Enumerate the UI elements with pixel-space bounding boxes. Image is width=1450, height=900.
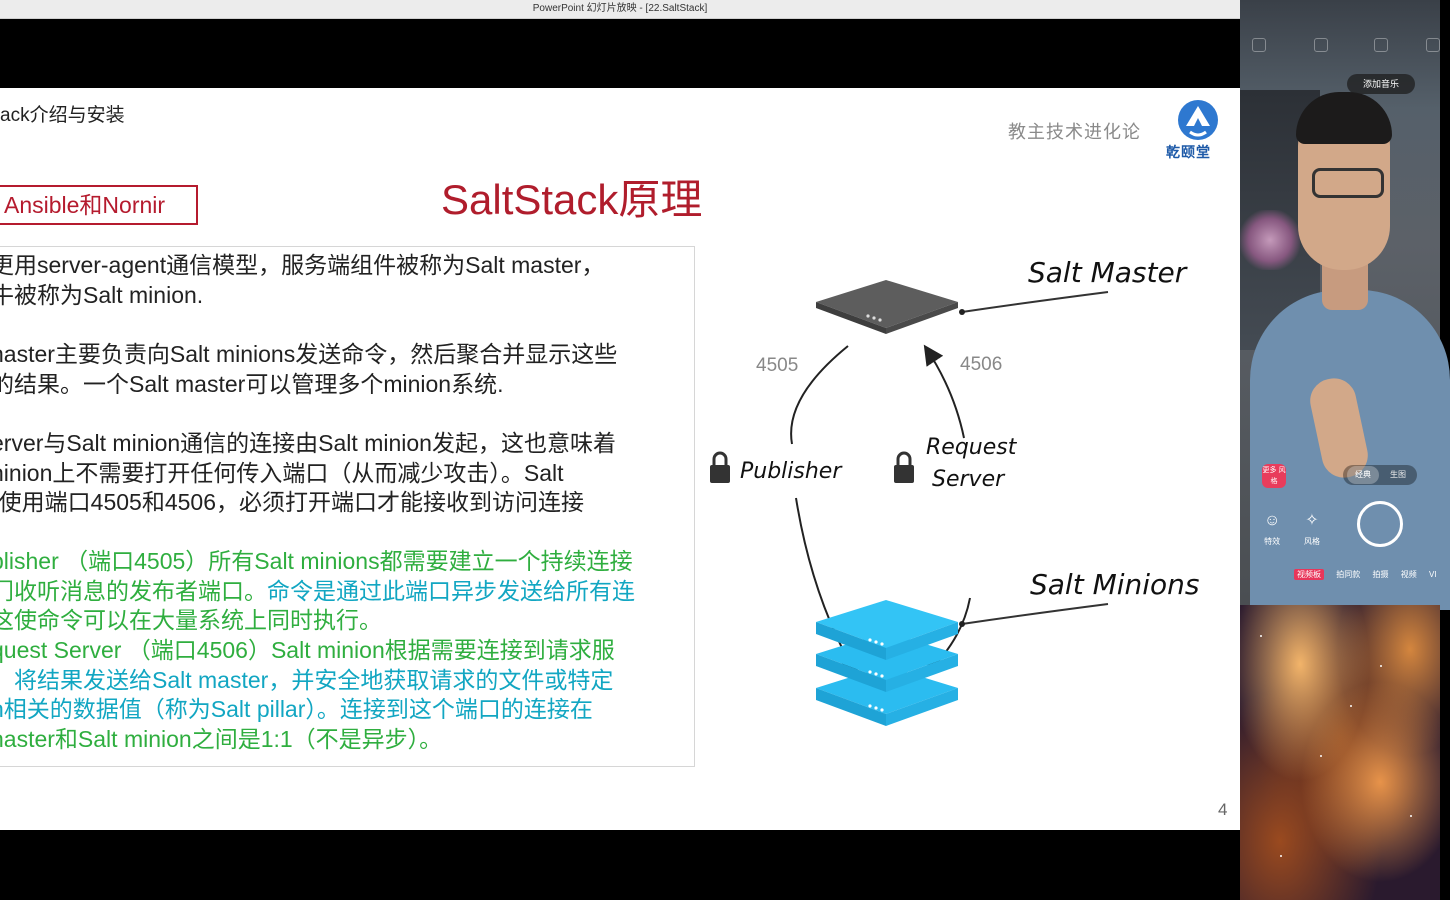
slide-title: SaltStack原理: [441, 176, 703, 223]
style-label: 风格: [1304, 537, 1320, 546]
paragraph-line: 的结果。一个Salt master可以管理多个minion系统.: [0, 370, 504, 397]
request-line-part: 连接到这个端口的连接在: [339, 696, 593, 722]
content-textbox: 更用server-agent通信模型，服务端组件被称为Salt master， …: [0, 246, 695, 767]
shutter-button[interactable]: [1357, 501, 1403, 547]
request-paragraph: quest Server （端口4506）Salt minion根据需要连接到请…: [0, 636, 615, 754]
mode-tab[interactable]: 拍摄: [1372, 570, 1389, 579]
publisher-line: blisher （端口4505）所有Salt minions都需要建立一个持续连…: [0, 548, 633, 574]
star: [1410, 815, 1412, 817]
paragraph-line: 牛被称为Salt minion.: [0, 281, 204, 308]
star: [1380, 665, 1382, 667]
salt-master-label: Salt Master: [1028, 256, 1188, 289]
saltstack-diagram: Salt Master 4505 4506 Publisher Request …: [710, 256, 1200, 726]
salt-minions-label: Salt Minions: [1030, 568, 1200, 601]
letterbox-top: [0, 19, 1240, 88]
request-label-line1: Request: [926, 435, 1018, 460]
mode-tab[interactable]: 拍同款: [1336, 570, 1361, 579]
presenter-hair: [1296, 92, 1392, 144]
paragraph-line: ninion上不需要打开任何传入端口（从而减少攻击）。Salt: [0, 459, 564, 486]
letterbox-bottom: [0, 830, 1240, 900]
slide-breadcrumb: ack介绍与安装: [0, 105, 125, 126]
brand-logo-icon: [1178, 100, 1218, 140]
settings-icon[interactable]: [1426, 38, 1440, 52]
salt-minions-server-stack-icon: [816, 600, 958, 726]
paragraph-line: naster主要负责向Salt minions发送命令，然后聚合并显示这些: [0, 341, 618, 367]
mode-toggle: [1343, 465, 1417, 485]
minions-pointer-line: [961, 603, 1109, 625]
request-lock-icon: [894, 451, 914, 483]
publisher-line-part: 命令是通过此端口异步发送给所有连: [267, 577, 635, 604]
request-line: n相关的数据值（称为Salt pillar）。连接到这个端口的连接在: [0, 695, 615, 725]
brand-text: 教主技术进化论: [1008, 122, 1141, 142]
brand-logo-name: 乾颐堂: [1166, 144, 1211, 160]
request-line: quest Server （端口4506）Salt minion根据需要连接到请…: [0, 637, 615, 663]
window-title: PowerPoint 幻灯片放映 - [22.SaltStack]: [0, 0, 1240, 19]
paragraph-2: naster主要负责向Salt minions发送命令，然后聚合并显示这些 的结…: [0, 340, 617, 399]
salt-master-server-icon: [816, 280, 958, 334]
camera-preview: [1240, 0, 1450, 610]
publisher-paragraph: blisher （端口4505）所有Salt minions都需要建立一个持续连…: [0, 547, 635, 636]
star: [1280, 855, 1282, 857]
request-arrow-up: [923, 344, 965, 439]
port-4506-label: 4506: [960, 354, 1002, 375]
paragraph-line: erver与Salt minion通信的连接由Salt minion发起，这也意…: [0, 430, 616, 456]
mode-tab[interactable]: VI: [1428, 570, 1437, 579]
presenter-glasses: [1312, 168, 1384, 198]
topic-tag: Ansible和Nornir: [0, 185, 198, 225]
star: [1350, 705, 1352, 707]
crop-icon[interactable]: [1374, 38, 1388, 52]
publisher-arc-top: [790, 345, 849, 445]
port-4505-label: 4505: [756, 355, 798, 376]
galaxy-wallpaper: [1240, 605, 1440, 900]
master-pointer-line: [961, 291, 1109, 313]
request-line: ，将结果发送给Salt master，并安全地获取请求的文件或特定: [0, 666, 614, 693]
paragraph-3: erver与Salt minion通信的连接由Salt minion发起，这也意…: [0, 429, 616, 518]
publisher-label: Publisher: [740, 459, 843, 484]
effects-label: 特效: [1264, 537, 1281, 546]
sparkle-icon: ✧: [1305, 512, 1319, 529]
page-number: 4: [1218, 800, 1228, 819]
paragraph-line: r使用端口4505和4506，必须打开端口才能接收到访问连接: [0, 489, 584, 515]
effects-icon: ☺: [1264, 512, 1281, 529]
mode-tab-active[interactable]: 视频板: [1294, 569, 1324, 580]
mode-generate-tab[interactable]: 生图: [1390, 470, 1406, 479]
mode-tab[interactable]: 视频: [1400, 570, 1417, 579]
publisher-line: 门收听消息的发布者端口。命令是通过此端口异步发送给所有连: [0, 577, 635, 607]
paragraph-line: 更用server-agent通信模型，服务端组件被称为Salt master，: [0, 252, 605, 278]
flip-camera-icon[interactable]: [1252, 38, 1266, 52]
effects-tool[interactable]: ☺ 特效: [1264, 512, 1280, 547]
request-line-part: n相关的数据值（称为Salt pillar）。: [0, 696, 340, 722]
timer-icon[interactable]: [1314, 38, 1328, 52]
publisher-lock-icon: [710, 451, 730, 483]
slide: ack介绍与安装 教主技术进化论 乾颐堂 Ansible和Nornir Salt…: [0, 88, 1240, 830]
publisher-line: 这使命令可以在大量系统上同时执行。: [0, 607, 382, 633]
star: [1320, 755, 1322, 757]
capture-mode-row: 视频板 拍同款 拍摄 视频 VI: [1294, 569, 1444, 581]
request-label-line2: Server: [932, 467, 1006, 492]
publisher-line-part: 门收听消息的发布者端口。: [0, 577, 267, 604]
style-tool[interactable]: ✧ 风格: [1304, 510, 1320, 547]
background-light: [1240, 210, 1300, 270]
more-styles-badge[interactable]: 更多 风格: [1262, 464, 1286, 488]
mode-classic-tab[interactable]: 经典: [1347, 466, 1379, 484]
star: [1260, 635, 1262, 637]
request-line: naster和Salt minion之间是1:1（不是异步）。: [0, 725, 443, 752]
add-music-button[interactable]: 添加音乐: [1347, 74, 1415, 94]
paragraph-1: 更用server-agent通信模型，服务端组件被称为Salt master， …: [0, 251, 604, 310]
